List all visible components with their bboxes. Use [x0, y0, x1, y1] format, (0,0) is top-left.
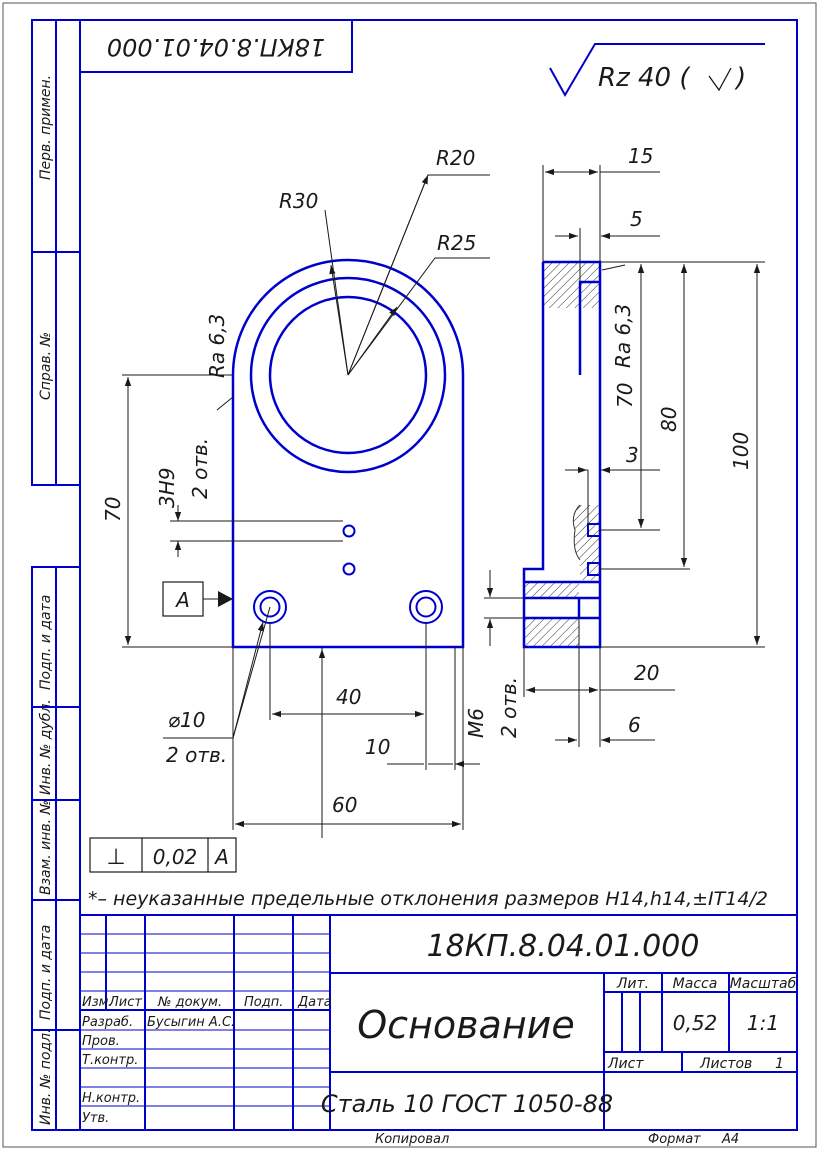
dim-m6: M6 — [464, 708, 488, 738]
dim-2otv-a: 2 отв. — [188, 438, 212, 499]
dim-ra63-front: Ra 6,3 — [205, 314, 229, 378]
dim-60: 60 — [332, 793, 357, 817]
label-vzam-inv: Взам. инв. № — [38, 800, 54, 895]
dim-r25: R25 — [437, 231, 476, 255]
tb-name: Основание — [357, 1003, 575, 1047]
side-view — [522, 260, 602, 649]
tb-prov: Пров. — [82, 1034, 120, 1049]
dim-80: 80 — [657, 407, 681, 432]
roughness-close: ) — [734, 63, 746, 93]
tb-nkontr: Н.контр. — [82, 1091, 140, 1106]
tb-developer: Бусыгин А.С. — [147, 1015, 235, 1030]
label-podp-data-2: Подп. и дата — [38, 925, 54, 1020]
dim-40: 40 — [336, 685, 361, 709]
tb-lit-label: Лит. — [616, 976, 649, 992]
front-dimensions — [122, 174, 490, 838]
tb-mass-label: Масса — [673, 976, 718, 992]
dim-6: 6 — [628, 713, 641, 737]
dim-r20: R20 — [436, 146, 475, 170]
dim-r30: R30 — [279, 189, 318, 213]
tb-dokum: № докум. — [157, 995, 222, 1010]
dim-3h9: 3H9 — [155, 468, 179, 509]
tb-copied: Копировал — [375, 1132, 449, 1147]
tb-data: Дата — [297, 995, 332, 1010]
mirrored-number: 18КП.8.04.01.000 — [107, 33, 325, 61]
label-inv-podl: Инв. № подл. — [38, 1028, 54, 1125]
tb-list: Лист — [108, 995, 142, 1010]
datum-triangle — [218, 591, 233, 607]
tb-scale: 1:1 — [747, 1011, 779, 1035]
tb-format: А4 — [721, 1132, 739, 1147]
tolerance-value: 0,02 — [153, 845, 198, 869]
dim-ra63-side: Ra 6,3 — [611, 304, 635, 368]
tb-razrab: Разраб. — [82, 1015, 133, 1030]
tb-izm: Изм. — [82, 995, 113, 1010]
dim-dia10: ⌀10 — [168, 708, 206, 732]
title-block-text: 18КП.8.04.01.000 Изм. Лист № докум. Подп… — [82, 929, 797, 1147]
label-sprav-no: Справ. № — [38, 332, 54, 400]
tolerance-frame: ⊥ 0,02 A — [89, 837, 237, 873]
tb-sheet-label: Лист — [607, 1056, 644, 1072]
tb-sheets-label: Листов — [699, 1056, 752, 1072]
side-dim-text: 15 5 Ra 6,3 70 80 100 3 2 отв. 20 6 — [497, 144, 753, 738]
tb-mass: 0,52 — [673, 1011, 718, 1035]
front-dim-text: R20 R30 R25 Ra 6,3 70 3H9 2 отв. A ⌀10 2… — [101, 146, 488, 817]
tb-scale-label: Масштаб — [730, 976, 797, 992]
label-inv-dubl: Инв. № дубл. — [38, 699, 54, 795]
tb-utv: Утв. — [82, 1111, 109, 1126]
tolerance-symbol: ⊥ — [106, 845, 125, 870]
roughness-text: Rz 40 ( — [598, 63, 691, 93]
datum-box — [162, 581, 204, 617]
tb-tkontr: Т.контр. — [82, 1053, 138, 1068]
dim-70-front: 70 — [101, 497, 125, 522]
dim-dia10-count: 2 отв. — [166, 743, 227, 767]
dim-70-side: 70 — [613, 383, 637, 408]
dim-20: 20 — [634, 661, 659, 685]
dim-m6-count: 2 отв. — [497, 677, 521, 738]
label-podp-data-1: Подп. и дата — [38, 595, 54, 690]
mirrored-number-box: 18КП.8.04.01.000 — [79, 19, 353, 73]
title-block-lines — [80, 914, 797, 1130]
dim-5: 5 — [630, 207, 643, 231]
tb-podp: Подп. — [244, 995, 283, 1010]
tolerance-datum: A — [213, 845, 229, 869]
label-perv-primen: Перв. примен. — [38, 75, 54, 180]
dim-3: 3 — [626, 443, 639, 467]
dim-100: 100 — [729, 432, 753, 470]
dim-10: 10 — [365, 735, 390, 759]
general-note: *– неуказанные предельные отклонения раз… — [88, 888, 768, 910]
front-view — [231, 258, 465, 649]
dim-15: 15 — [628, 144, 653, 168]
general-roughness: Rz 40 ( ) — [549, 43, 765, 98]
tb-sheets: 1 — [775, 1056, 784, 1072]
tb-material: Сталь 10 ГОСТ 1050-88 — [321, 1090, 613, 1118]
tb-designation: 18КП.8.04.01.000 — [427, 929, 700, 964]
side-labels: Перв. примен. Справ. № Подп. и дата Инв.… — [38, 75, 54, 1125]
side-dimensions — [484, 165, 765, 747]
tb-format-label: Формат — [648, 1132, 701, 1147]
title-block-rows — [80, 933, 330, 1107]
datum-label: A — [174, 588, 190, 612]
